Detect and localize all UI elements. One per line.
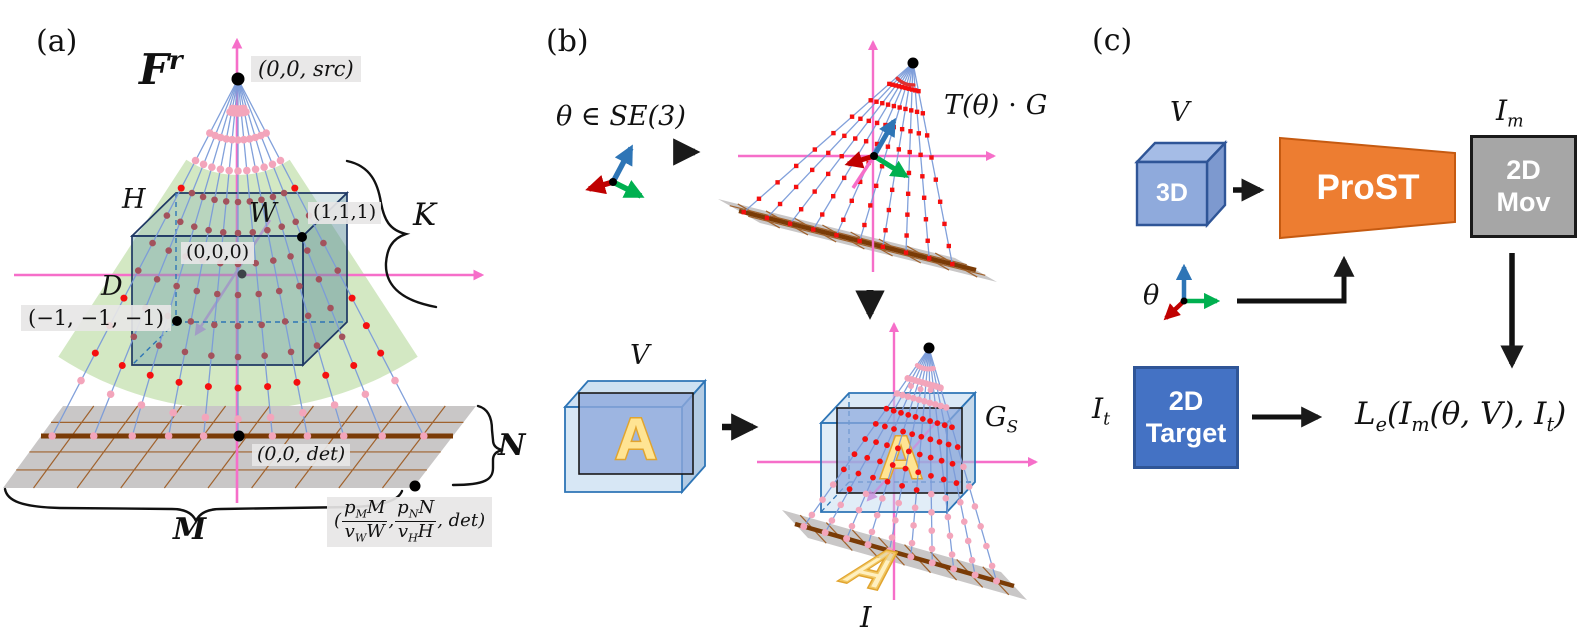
prost-trapezoid [1279, 136, 1456, 240]
source-arc-a [226, 108, 250, 117]
source-point-b-bottom [923, 342, 935, 354]
key-points-a [172, 72, 421, 492]
flow-arrows-c [1233, 178, 1524, 428]
source-arc-b-top [895, 76, 916, 87]
projection-rays-b-top [743, 62, 953, 265]
pose-axes-b-top [844, 117, 910, 189]
cube-diagonal-a [194, 219, 272, 337]
flow-arrows-b [673, 138, 885, 441]
source-arcs-b-bottom [900, 362, 944, 393]
pose-axes-icon [585, 144, 645, 199]
detector-plane-a [3, 405, 476, 489]
sample-dots-b-top [741, 81, 955, 267]
sample-dots-a [48, 104, 428, 440]
volume-cube-a [129, 190, 350, 368]
pose-axes-c [1163, 263, 1221, 321]
volume-letter-left: A [615, 407, 657, 472]
volume-cube-b-scene: A [818, 390, 978, 515]
cube-3d [1134, 139, 1228, 229]
source-point-b-top [907, 57, 919, 69]
volume-cube-b-left: A [563, 378, 707, 495]
